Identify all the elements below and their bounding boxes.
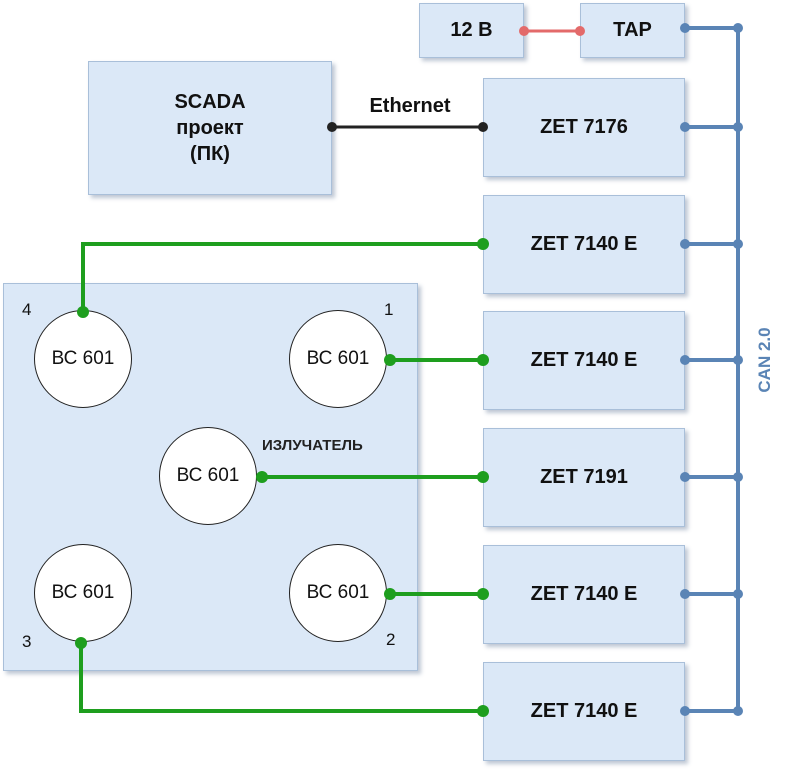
power-supply-box: 12 В	[419, 3, 524, 58]
scada-project: проект	[176, 117, 244, 139]
sensor-label: ВС 601	[306, 582, 370, 603]
sensor-number-3: 3	[22, 632, 32, 651]
ethernet-label: Ethernet	[369, 95, 450, 117]
cable-sensor-4	[81, 242, 483, 312]
module-zet-7140e-3: ZET 7140 E	[483, 545, 685, 644]
sensor-2: ВС 601	[289, 544, 387, 642]
tap-label: ТАР	[613, 19, 652, 41]
scada-pc: (ПК)	[190, 143, 230, 165]
emitter-label: ИЗЛУЧАТЕЛЬ	[262, 437, 363, 454]
can-bus	[685, 26, 740, 713]
module-label: ZET 7140 E	[530, 700, 638, 722]
cable-sensor-3	[79, 643, 483, 713]
module-zet-7140e-4: ZET 7140 E	[483, 662, 685, 761]
module-label: ZET 7140 E	[530, 583, 638, 605]
module-label: ZET 7176	[540, 116, 628, 138]
sensor-center: ВС 601	[159, 427, 257, 525]
sensor-label: ВС 601	[176, 465, 240, 486]
sensor-label: ВС 601	[51, 582, 115, 603]
power-supply-label: 12 В	[450, 19, 493, 41]
sensor-number-2: 2	[386, 630, 396, 649]
scada-pc-box: SCADA проект (ПК)	[88, 61, 332, 195]
sensor-label: ВС 601	[51, 348, 115, 369]
module-zet-7140e-2: ZET 7140 E	[483, 311, 685, 410]
can-bus-label: CAN 2.0	[755, 327, 774, 392]
module-zet-7191: ZET 7191	[483, 428, 685, 527]
module-label: ZET 7191	[540, 466, 628, 488]
sensor-label: ВС 601	[306, 348, 370, 369]
sensor-number-4: 4	[22, 300, 32, 319]
module-label: ZET 7140 E	[530, 233, 638, 255]
sensor-number-1: 1	[384, 300, 394, 319]
module-zet-7176: ZET 7176	[483, 78, 685, 177]
sensor-1: ВС 601	[289, 310, 387, 408]
scada-title: SCADA	[174, 91, 246, 113]
module-label: ZET 7140 E	[530, 349, 638, 371]
module-zet-7140e-1: ZET 7140 E	[483, 195, 685, 294]
